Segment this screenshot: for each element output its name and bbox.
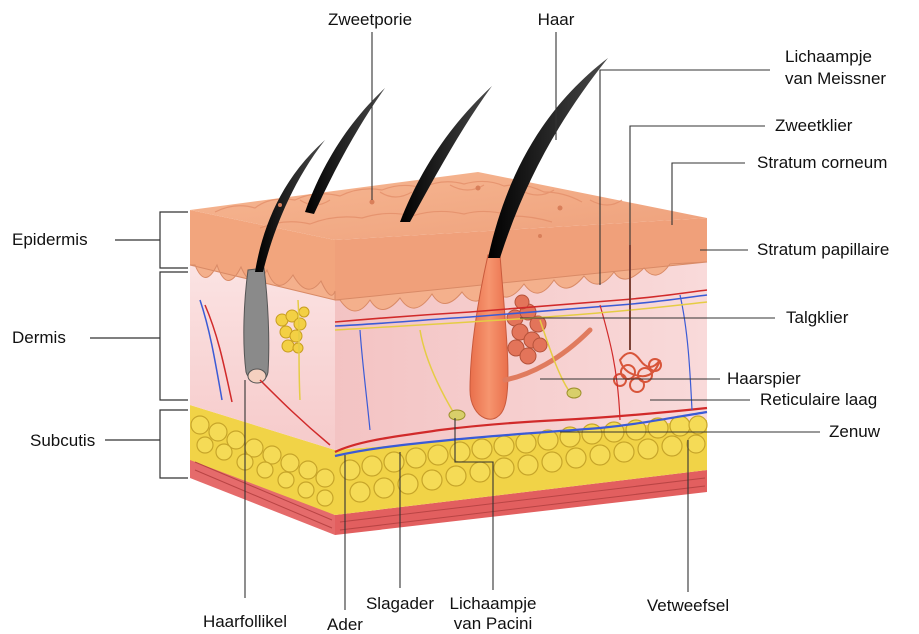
label-haarfollikel: Haarfollikel (185, 612, 305, 631)
label-haarspier: Haarspier (727, 369, 801, 388)
label-epidermis: Epidermis (12, 230, 88, 249)
label-reticulaire-laag: Reticulaire laag (760, 390, 877, 409)
label-pacini-line2: van Pacini (443, 614, 543, 633)
label-stratum-corneum: Stratum corneum (757, 153, 887, 172)
label-zweetporie: Zweetporie (320, 10, 420, 29)
label-talgklier: Talgklier (786, 308, 848, 327)
left-brackets (90, 212, 188, 478)
label-dermis: Dermis (12, 328, 66, 347)
label-meissner-line1: Lichaampje (785, 47, 872, 66)
label-pacini-line1: Lichaampje (443, 594, 543, 613)
label-meissner-line2: van Meissner (785, 69, 886, 88)
label-subcutis: Subcutis (30, 431, 95, 450)
label-zenuw: Zenuw (829, 422, 880, 441)
label-slagader: Slagader (360, 594, 440, 613)
label-haar: Haar (530, 10, 582, 29)
label-ader: Ader (315, 615, 375, 634)
label-vetweefsel: Vetweefsel (633, 596, 743, 615)
label-zweetklier: Zweetklier (775, 116, 852, 135)
label-stratum-papillaire: Stratum papillaire (757, 240, 889, 259)
